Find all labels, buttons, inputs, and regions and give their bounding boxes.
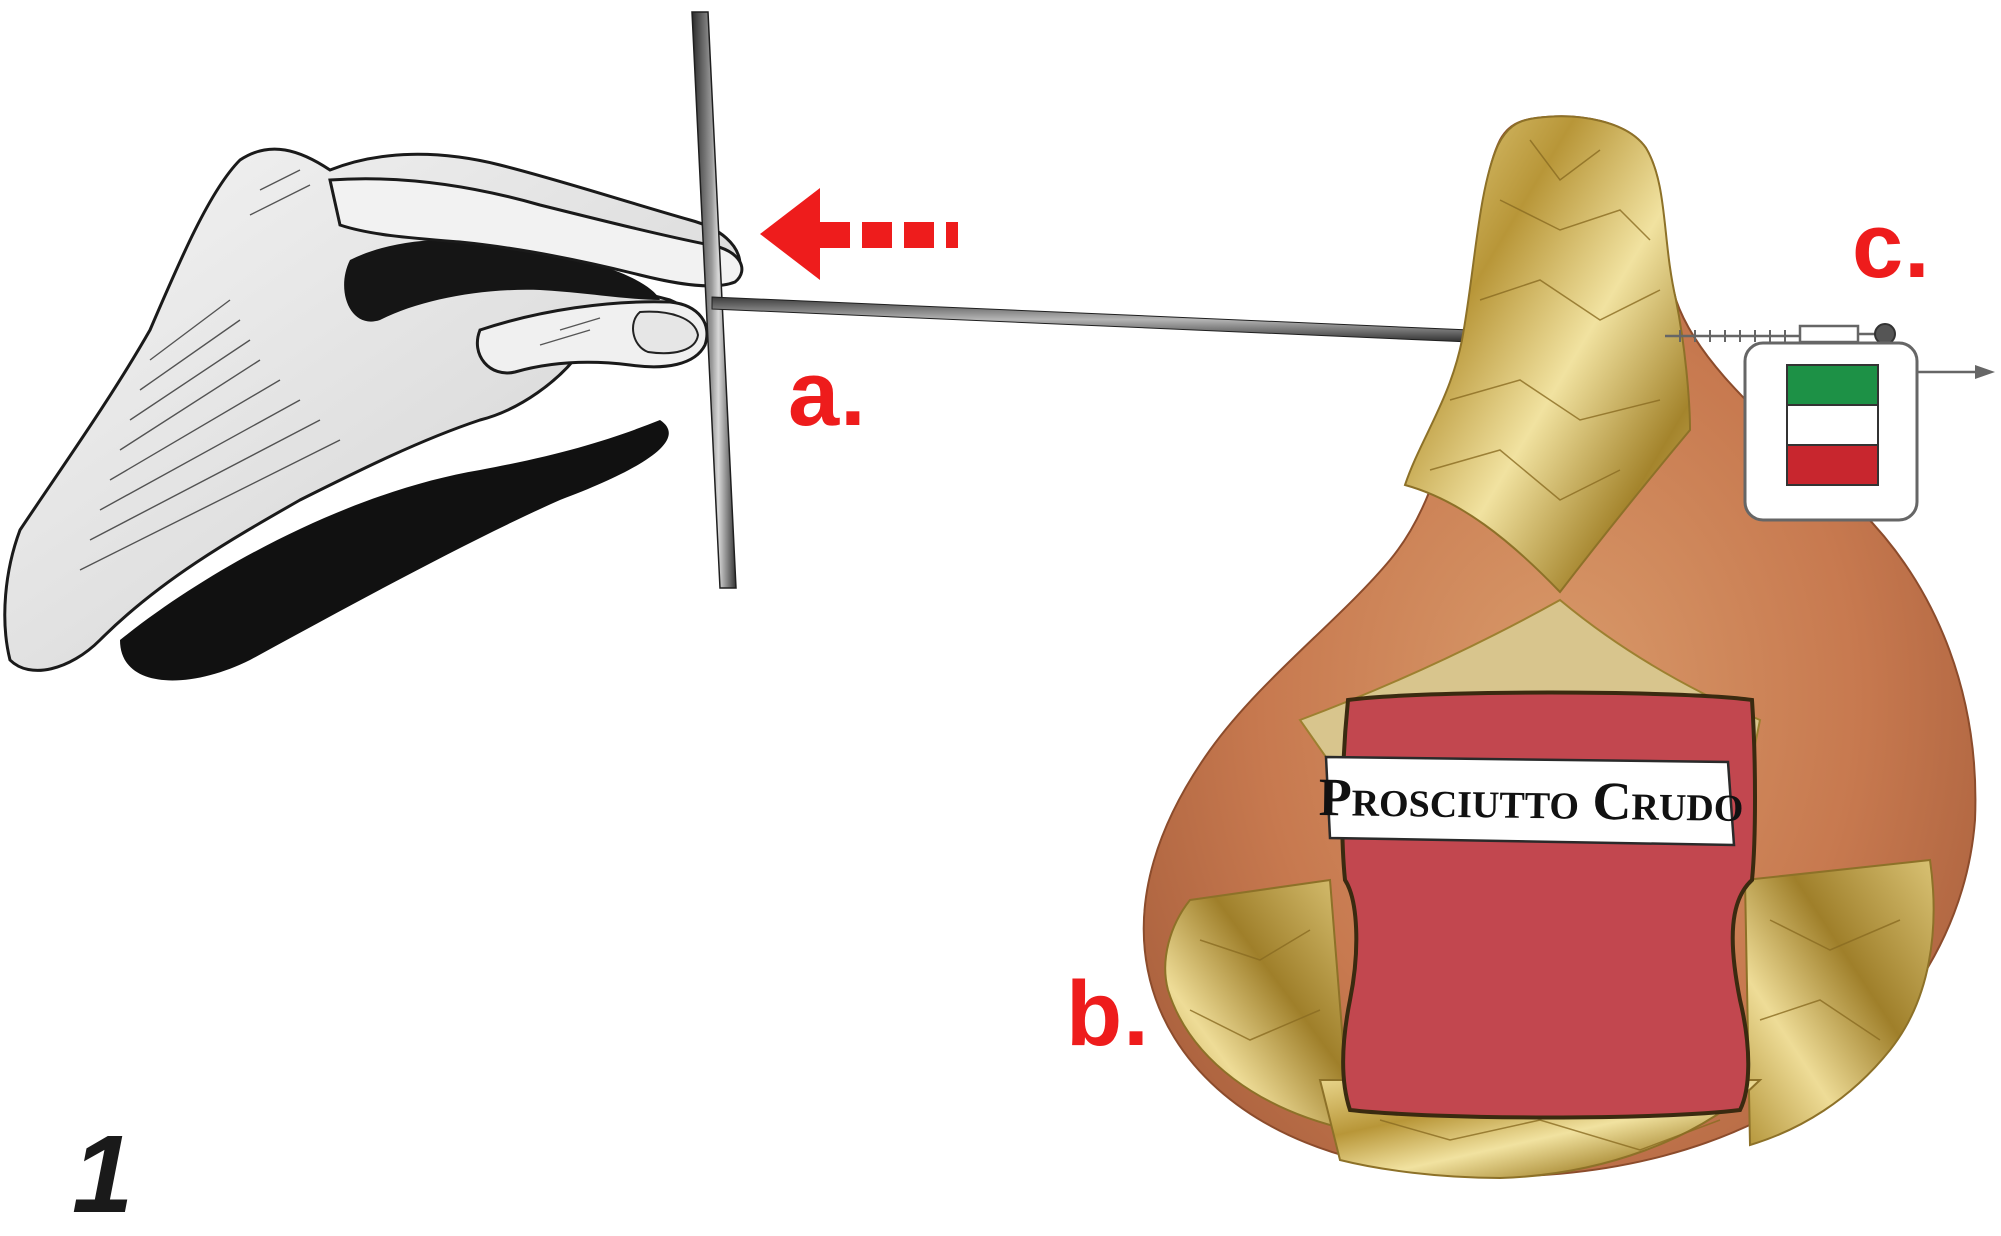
figure-number: 1 <box>72 1120 133 1230</box>
arrow-dash-4 <box>946 222 958 248</box>
ham: Prosciutto Crudo <box>1144 116 1976 1178</box>
flag-red-stripe <box>1787 445 1878 485</box>
ham-name-band: Prosciutto Crudo <box>1318 757 1744 845</box>
sensor-knob <box>1875 324 1895 344</box>
ham-name-text: Prosciutto Crudo <box>1318 767 1744 833</box>
probe-needle <box>712 297 1470 342</box>
sensor-wire-arrow <box>1975 365 1995 379</box>
label-ham: b. <box>1066 968 1150 1060</box>
sensor-connector <box>1800 326 1858 342</box>
arrow-head <box>760 188 820 280</box>
label-probe: a. <box>788 348 867 440</box>
label-sensor: c. <box>1852 200 1931 292</box>
dashed-left-arrow <box>760 188 958 280</box>
flag-green-stripe <box>1787 365 1878 405</box>
arrow-dash-1 <box>820 222 850 248</box>
diagram-canvas: Prosciutto Crudo <box>0 0 2001 1192</box>
arrow-dash-3 <box>904 222 934 248</box>
flag-white-stripe <box>1787 405 1878 445</box>
arrow-dash-2 <box>862 222 892 248</box>
ham-tag-panel <box>1342 693 1755 1118</box>
hand-drawing <box>5 149 742 680</box>
ham-gold-foil-bottom-right <box>1745 860 1934 1145</box>
